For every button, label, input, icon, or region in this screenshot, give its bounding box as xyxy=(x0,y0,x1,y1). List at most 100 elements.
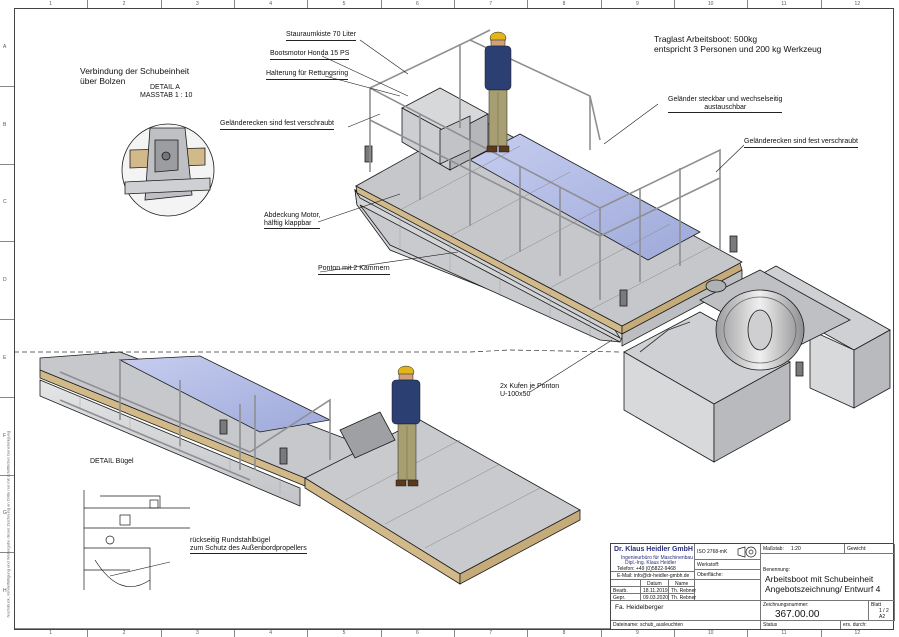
name1-cell: Th. Rebner xyxy=(669,587,697,594)
ruler-row-separator xyxy=(0,241,14,243)
drawing-frame xyxy=(14,8,894,630)
date1: 18.11.2019 xyxy=(643,588,668,594)
company-contact1: Telefon: +49 (0)5822-9468 xyxy=(617,566,676,572)
propeller-ring xyxy=(723,296,797,364)
company-name: Dr. Klaus Heidler GmbH xyxy=(614,546,693,553)
ruler-separator xyxy=(380,629,382,637)
bollard-1 xyxy=(364,145,373,163)
drawing-title-2: Angebotszeichnung/ Entwurf 4 xyxy=(765,584,881,594)
lower-bollard-1 xyxy=(279,447,288,465)
footer-cell-2: Status xyxy=(761,621,841,629)
ruler-separator xyxy=(527,0,529,8)
ruler-row-F: F xyxy=(3,432,7,439)
gepr-cell: Gepr. xyxy=(611,594,641,601)
push-bollard xyxy=(795,361,804,377)
werkstoff-label: Werkstoff: xyxy=(697,562,720,568)
label-detail-buegel: DETAIL Bügel xyxy=(90,458,134,465)
ruler-separator xyxy=(454,0,455,8)
ruler-separator xyxy=(527,629,529,637)
ruler-separator xyxy=(234,629,235,637)
footer-ersetzt: ers. durch: xyxy=(843,622,867,628)
gewicht-cell: Gewicht: xyxy=(845,544,895,554)
ruler-separator xyxy=(600,0,602,8)
label-detail-a: DETAIL A xyxy=(150,84,180,91)
date2: 09.03.2020 xyxy=(643,595,669,601)
ruler-row-separator xyxy=(0,163,14,165)
lower-bollard-2 xyxy=(219,419,228,435)
ruler-separator xyxy=(307,0,309,8)
gepr-label: Gepr. xyxy=(613,595,626,601)
label-traglast: Traglast Arbeitsboot: 500kg entspricht 3… xyxy=(654,34,822,54)
label-kufen: 2x Kufen je Ponton U-100x50 xyxy=(500,383,560,398)
label-rueckseitig: rückseitig Rundstahlbügel zum Schutz des… xyxy=(190,537,307,554)
detail-a-view xyxy=(121,123,215,217)
massstab-cell: Maßstab: 1:20 xyxy=(761,544,845,554)
label-abdeckung: Abdeckung Motor, hälftig klappbar xyxy=(264,212,321,229)
zeichnungsnr: 367.00.00 xyxy=(775,609,820,620)
name1: Th. Rebner xyxy=(671,588,697,594)
massstab-value: 1:20 xyxy=(791,546,801,552)
norm-cell: ISO 2768-mK xyxy=(695,544,761,560)
ruler-row-B: B xyxy=(3,121,7,128)
label-ponton: Ponton mit 2 Kammern xyxy=(318,265,390,275)
ruler-separator xyxy=(160,0,162,8)
company-sub2: Dipl.-Ing. Klaus Heidler xyxy=(625,560,677,566)
format-value: A2 xyxy=(879,614,886,620)
label-gelaenderecken-right: Geländerecken sind fest verschraubt xyxy=(744,138,859,148)
ruler-row-A: A xyxy=(3,43,7,50)
label-verbindung: Verbindung der Schubeinheit über Bolzen xyxy=(80,66,190,86)
ruler-row-separator xyxy=(0,85,14,87)
gewicht-label: Gewicht: xyxy=(847,546,867,552)
zeichnungsnr-label: Zeichnungsnummer: xyxy=(763,602,809,608)
kunde-cell: Fa. Heidelberger xyxy=(611,601,761,621)
ruler-separator xyxy=(600,629,602,637)
blatt-value: 1 / 2 xyxy=(879,608,889,614)
ruler-separator xyxy=(307,629,309,637)
motor-top xyxy=(705,279,727,293)
oberflaeche-cell: Oberfläche: xyxy=(695,570,761,580)
side-copyright-note: Nachdruck, Vervielfältigung und Weiterga… xyxy=(1,431,13,620)
blatt-cell: Blatt 1 / 2 A2 xyxy=(869,601,895,621)
company-sub1: Ingenieurbüro für Maschinenbau xyxy=(621,555,693,561)
label-massstab: MASSTAB 1 : 10 xyxy=(140,92,193,99)
ruler-row-D: D xyxy=(3,277,7,284)
datum-header-cell: Datum xyxy=(641,580,669,587)
bearb-label: Bearb. xyxy=(613,588,628,594)
name2-cell: Th. Rebner xyxy=(669,594,697,601)
hinge-bracket xyxy=(339,411,396,459)
title-block: Dr. Klaus Heidler GmbH Ingenieurbüro für… xyxy=(610,543,895,630)
name2: Th. Rebner xyxy=(671,595,697,601)
upper-railing xyxy=(369,29,721,300)
empty-cell xyxy=(611,580,641,587)
footer-status: Status xyxy=(763,622,778,628)
lower-boat xyxy=(39,351,581,585)
contact-cell: E-Mail: info@dr-heidler-gmbh.de xyxy=(611,572,695,580)
zeichnungsnr-cell: Zeichnungsnummer: 367.00.00 xyxy=(761,601,869,621)
detail-buegel-view xyxy=(79,477,191,590)
ruler-row-H: H xyxy=(3,588,7,595)
label-bootsmotor: Bootsmotor Honda 15 PS xyxy=(270,50,350,60)
kunde-name: Fa. Heidelberger xyxy=(615,604,664,611)
person-upper xyxy=(484,31,512,153)
ruler-separator xyxy=(747,0,749,8)
norm-text: ISO 2768-mK xyxy=(697,549,728,555)
ruler-separator xyxy=(454,629,455,637)
label-staukiste: Stauraumkiste 70 Liter xyxy=(286,31,357,41)
push-unit xyxy=(623,265,891,463)
upper-boat xyxy=(353,87,743,347)
label-halterung: Halterung für Rettungsring xyxy=(266,70,349,80)
push-pontoon-left-side xyxy=(713,361,791,463)
werkstoff-cell: Werkstoff: xyxy=(695,560,761,570)
ruler-row-G: G xyxy=(3,510,7,517)
ruler-row-C: C xyxy=(3,199,7,206)
push-pontoon-right-side xyxy=(853,329,891,409)
name-header: Name xyxy=(675,581,689,587)
ruler-separator xyxy=(674,0,675,8)
bollard-3 xyxy=(729,235,738,253)
ruler-row-separator xyxy=(0,396,14,398)
oberflaeche-label: Oberfläche: xyxy=(697,572,723,578)
ruler-separator xyxy=(87,629,89,637)
leader-lines xyxy=(109,39,745,577)
